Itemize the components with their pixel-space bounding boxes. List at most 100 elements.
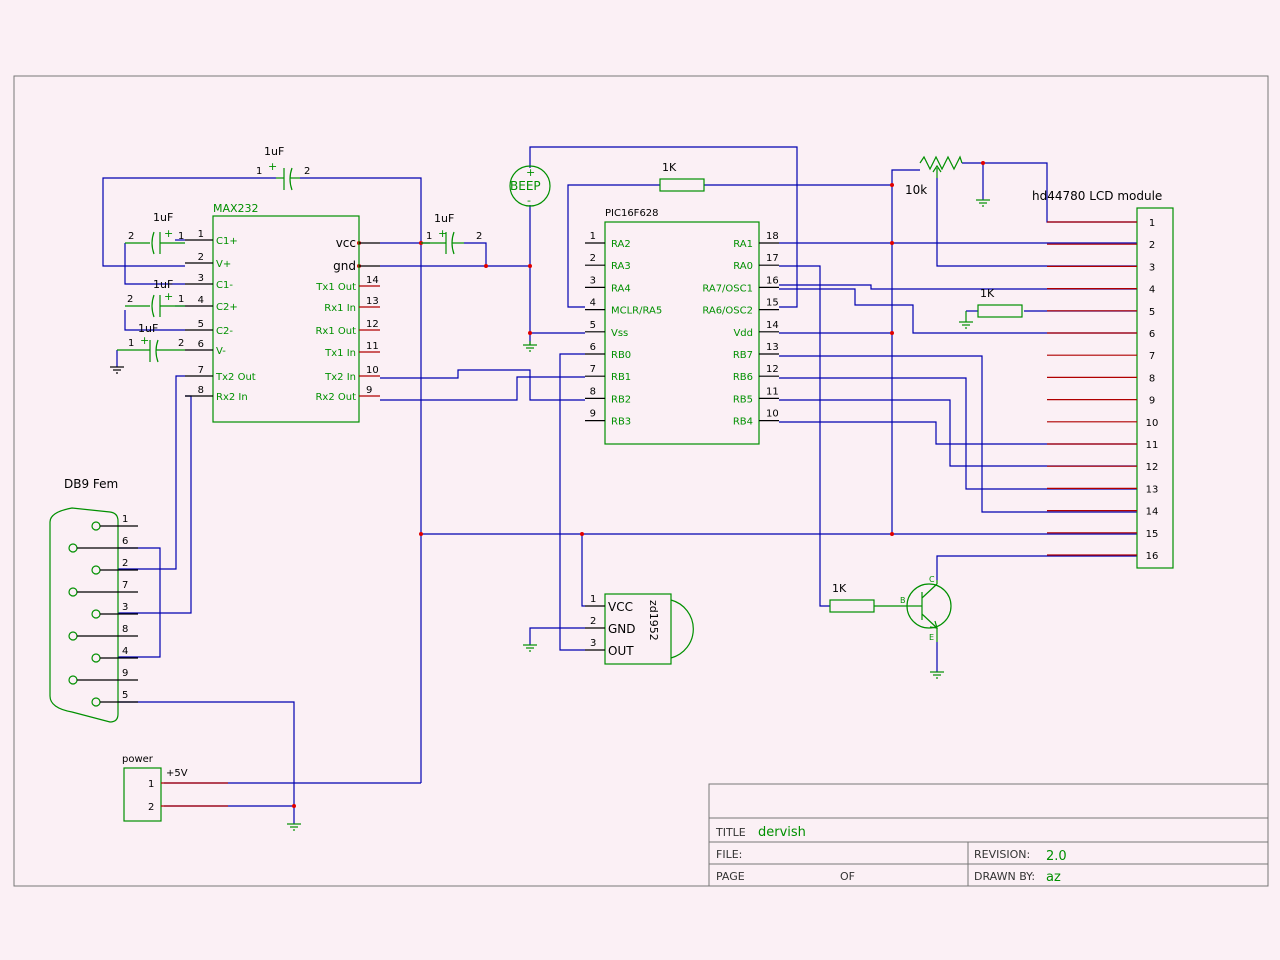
db9-pin-hole <box>68 675 78 685</box>
pic-right-pin-num: 17 <box>766 253 779 264</box>
svg-text:2: 2 <box>128 231 134 242</box>
pic-left-pin-num: 3 <box>590 275 596 286</box>
max232-left-pin-label: C2+ <box>216 302 238 313</box>
pic-right-pin-num: 15 <box>766 298 779 309</box>
revision-label: REVISION: <box>974 848 1030 861</box>
pic-left-pin-num: 2 <box>590 253 596 264</box>
pic-right-pin-label: RB6 <box>733 372 753 383</box>
pic-right-pin-label: RB4 <box>733 417 753 428</box>
pic-right-pin-label: RA7/OSC1 <box>702 283 753 294</box>
svg-text:+: + <box>268 160 277 173</box>
title-label: TITLE <box>715 826 746 839</box>
svg-text:1uF: 1uF <box>153 278 173 291</box>
lcd-pin-num: 7 <box>1149 351 1155 362</box>
pic-left-pin-num: 7 <box>590 364 596 375</box>
svg-text:1: 1 <box>178 294 184 305</box>
lcd-pin-num: 10 <box>1146 418 1159 429</box>
db9-pin-hole <box>91 697 101 707</box>
lcd-module: hd44780 LCD module 123456789101112131415… <box>1032 189 1174 569</box>
pic-name: PIC16F628 <box>605 208 659 219</box>
of-label: OF <box>840 870 855 883</box>
lcd-pin-num: 11 <box>1146 440 1159 451</box>
svg-text:1uF: 1uF <box>138 322 158 335</box>
pic-right-pin-label: RB5 <box>733 394 753 405</box>
db9-pin-num: 6 <box>122 536 128 547</box>
max232-right-pin-label: vcc <box>336 236 356 250</box>
pic-left-pins: 1RA22RA33RA44MCLR/RA55Vss6RB07RB18RB29RB… <box>585 231 662 428</box>
lcd-pin-num: 6 <box>1149 329 1155 340</box>
db9-pin-num: 7 <box>122 580 128 591</box>
sensor-pin-1-label: VCC <box>608 600 633 614</box>
max232-left-pin-num: 6 <box>198 339 204 350</box>
svg-text:1K: 1K <box>980 287 995 300</box>
npn-transistor: C B E <box>900 575 952 642</box>
pic-right-pin-label: RA1 <box>733 239 753 250</box>
pic-left-pin-num: 8 <box>590 386 596 397</box>
svg-text:1uF: 1uF <box>264 145 284 158</box>
lcd-pin-num: 12 <box>1146 462 1159 473</box>
db9-pin-num: 3 <box>122 602 128 613</box>
pic-left-pin-label: RA4 <box>611 283 631 294</box>
db9-pin-num: 4 <box>122 646 128 657</box>
power-pin-1: 1 <box>148 779 154 790</box>
lcd-pin-num: 14 <box>1146 507 1159 518</box>
capacitor-top: 1uF 1 2 + <box>256 145 310 191</box>
svg-text:1K: 1K <box>832 582 847 595</box>
pic-left-pin-label: MCLR/RA5 <box>611 306 662 317</box>
svg-text:1: 1 <box>256 166 262 177</box>
max232-right-pin-label: Tx1 In <box>324 348 356 359</box>
svg-text:1: 1 <box>178 231 184 242</box>
power-connector: power 1 2 +5V <box>122 754 228 822</box>
sensor-pin-2-label: GND <box>608 622 636 636</box>
max232-right-pin-label: Rx2 Out <box>315 392 356 403</box>
db9-pin-hole <box>91 653 101 663</box>
max232-left-pin-label: C1+ <box>216 236 238 247</box>
svg-text:2: 2 <box>127 294 133 305</box>
pic-left-pin-label: Vss <box>611 328 628 339</box>
pic-right-pin-label: RA0 <box>733 261 753 272</box>
db9-pin-hole <box>68 543 78 553</box>
pic16f628-chip: PIC16F628 1RA22RA33RA44MCLR/RA55Vss6RB07… <box>585 208 779 445</box>
max232-left-pin-label: C1- <box>216 280 233 291</box>
max232-left-pin-label: C2- <box>216 326 233 337</box>
lcd-name: hd44780 LCD module <box>1032 189 1162 203</box>
title-block: TITLE dervish FILE: PAGE OF REVISION: 2.… <box>708 783 1269 887</box>
sensor-pin-3-label: OUT <box>608 644 634 658</box>
db9-pin-hole <box>68 587 78 597</box>
beeper-plus: + <box>526 166 535 179</box>
pic-right-pin-label: RA6/OSC2 <box>702 306 753 317</box>
db9-name: DB9 Fem <box>64 477 118 491</box>
pic-right-pin-num: 18 <box>766 231 779 242</box>
pic-left-pin-num: 9 <box>590 409 596 420</box>
db9-pin-num: 8 <box>122 624 128 635</box>
db9-pin-hole <box>91 521 101 531</box>
lcd-pin-num: 13 <box>1146 484 1159 495</box>
lcd-pin-num: 4 <box>1149 285 1155 296</box>
max232-right-pin-label: Tx2 In <box>324 372 356 383</box>
resistor-mclr: 1K <box>659 161 705 192</box>
pic-right-pin-num: 11 <box>766 386 779 397</box>
pic-right-pin-label: RB7 <box>733 350 753 361</box>
title-value: dervish <box>758 825 806 840</box>
sensor-zd1952: zd1952 1 2 3 VCC GND OUT <box>585 593 694 665</box>
max232-left-pin-num: 5 <box>198 319 204 330</box>
pic-left-pin-num: 6 <box>590 342 596 353</box>
pic-left-pin-num: 1 <box>590 231 596 242</box>
max232-left-pin-label: V+ <box>216 259 231 270</box>
max232-left-pin-num: 8 <box>198 385 204 396</box>
resistors: 1K 1K 1K <box>659 161 1023 613</box>
wires <box>102 146 1137 824</box>
svg-text:1: 1 <box>128 338 134 349</box>
junctions <box>292 161 985 808</box>
max232-right-pin-label: Rx1 Out <box>315 326 356 337</box>
svg-text:1uF: 1uF <box>153 211 173 224</box>
db9-pin-num: 5 <box>122 690 128 701</box>
max232-right-pin-label: Rx1 In <box>324 303 356 314</box>
max232-left-pin-num: 3 <box>198 273 204 284</box>
pic-left-pin-num: 5 <box>590 320 596 331</box>
max232-right-pin-num: 12 <box>366 319 379 330</box>
resistor-lcd5: 1K <box>977 287 1023 318</box>
svg-text:2: 2 <box>178 338 184 349</box>
